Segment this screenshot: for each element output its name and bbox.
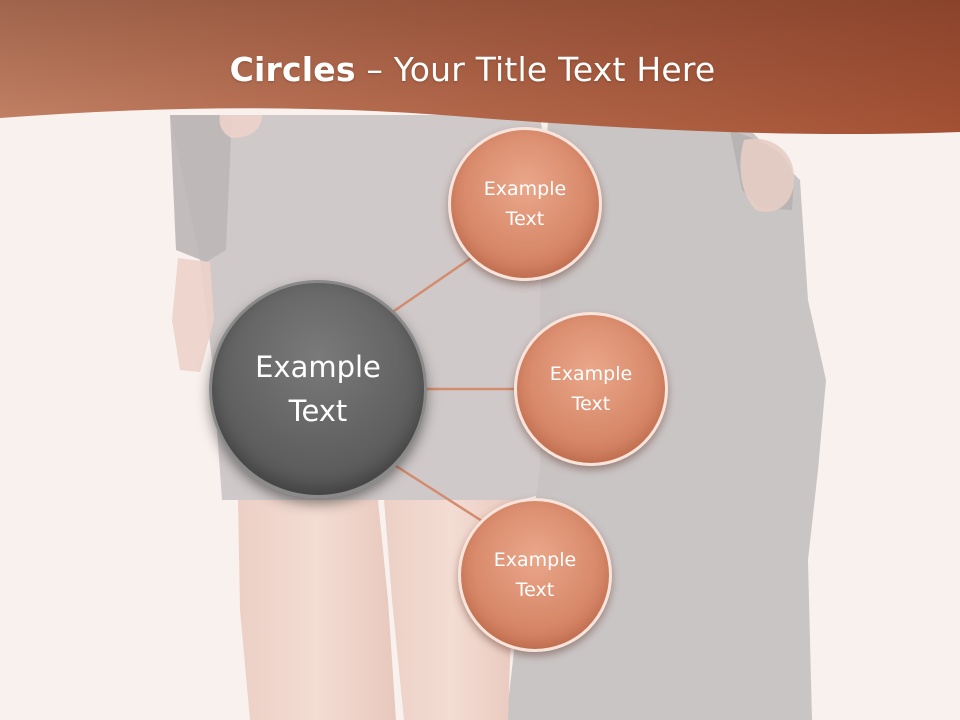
title-rest: – Your Title Text Here	[355, 50, 716, 89]
man-hand	[740, 138, 795, 212]
center-circle-label: Example Text	[255, 350, 381, 428]
woman-legs	[238, 500, 396, 720]
satellite-label-top: Example Text	[483, 178, 567, 230]
woman-hand	[172, 258, 214, 372]
slide-title[interactable]: Circles – Your Title Text Here	[0, 50, 945, 89]
connector-bot	[395, 464, 483, 523]
woman-hand-top	[219, 115, 262, 138]
title-bold: Circles	[229, 50, 356, 89]
satellite-label-middle: Example Text	[549, 363, 633, 415]
satellite-label-bottom: Example Text	[493, 549, 577, 601]
woman-arm	[170, 115, 232, 262]
satellite-circle-bottom[interactable]: Example Text	[458, 498, 612, 652]
connector-top	[393, 254, 475, 313]
satellite-circle-top[interactable]: Example Text	[448, 127, 602, 281]
satellite-circle-middle[interactable]: Example Text	[514, 312, 668, 466]
center-circle[interactable]: Example Text	[209, 280, 427, 498]
header-band	[0, 0, 960, 135]
